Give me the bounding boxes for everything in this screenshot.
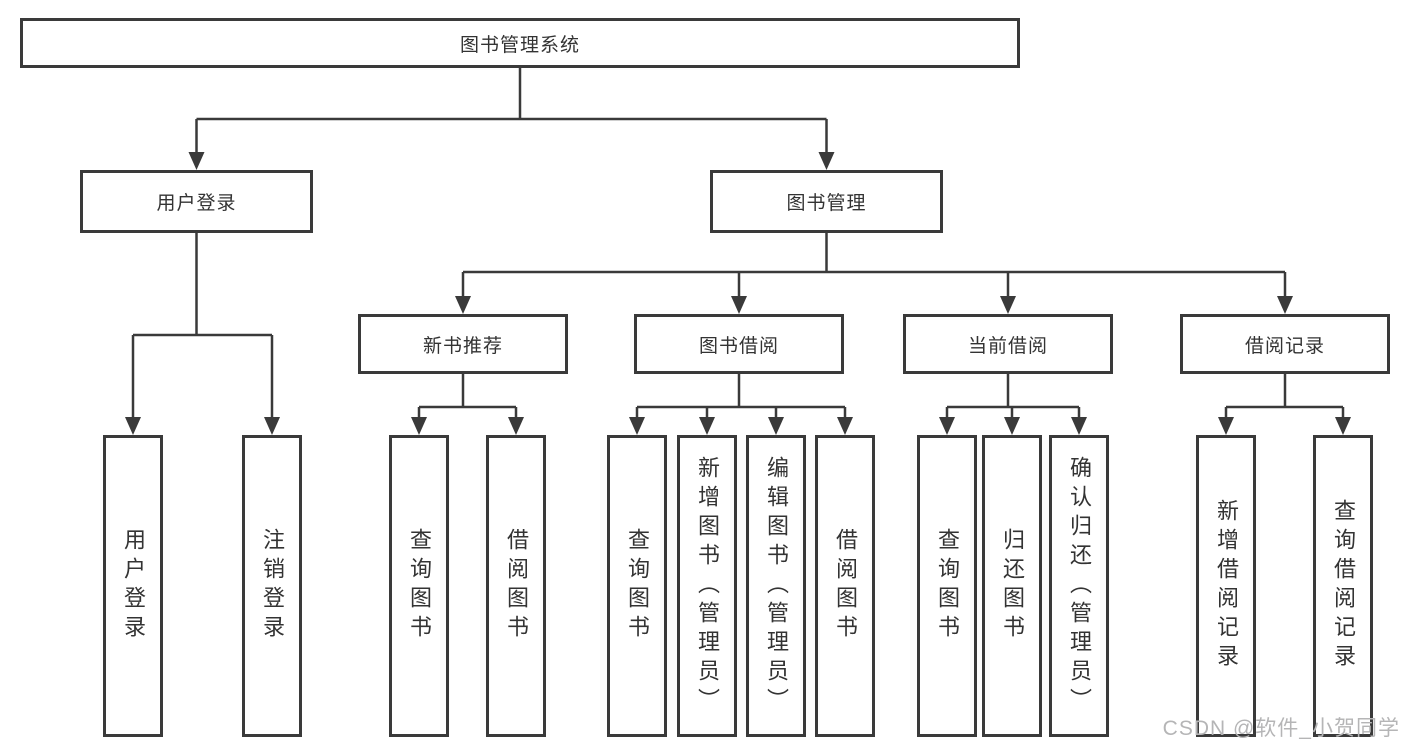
leaf-return-books: 归还图书 [982, 435, 1042, 737]
leaf-query-borrow-record-label: 查询借阅记录 [1331, 499, 1356, 673]
leaf-confirm-return-admin-label: 确认归还（管理员） [1067, 455, 1092, 717]
leaf-query-books-1: 查询图书 [389, 435, 449, 737]
leaf-user-login: 用户登录 [103, 435, 163, 737]
leaf-query-books-3: 查询图书 [917, 435, 977, 737]
leaf-add-books-admin: 新增图书（管理员） [677, 435, 737, 737]
leaf-return-books-label: 归还图书 [1000, 528, 1025, 644]
node-book-management-label: 图书管理 [786, 193, 867, 214]
node-book-management-system-label: 图书管理系统 [459, 34, 580, 56]
leaf-borrow-books-2-label: 借阅图书 [833, 528, 858, 644]
leaf-add-books-admin-label: 新增图书（管理员） [695, 455, 720, 717]
leaf-add-borrow-record: 新增借阅记录 [1196, 435, 1256, 737]
node-user-login-label: 用户登录 [156, 193, 237, 214]
node-book-borrowing-label: 图书借阅 [698, 335, 779, 357]
node-new-book-recommend-label: 新书推荐 [422, 335, 503, 357]
leaf-borrow-books-2: 借阅图书 [815, 435, 875, 737]
node-current-borrowing-label: 当前借阅 [967, 335, 1048, 357]
node-borrowing-records: 借阅记录 [1180, 314, 1390, 374]
node-new-book-recommend: 新书推荐 [358, 314, 568, 374]
leaf-query-books-2-label: 查询图书 [625, 528, 650, 644]
leaf-query-books-2: 查询图书 [607, 435, 667, 737]
leaf-query-books-3-label: 查询图书 [935, 528, 960, 644]
leaf-add-borrow-record-label: 新增借阅记录 [1214, 499, 1239, 673]
leaf-borrow-books-1: 借阅图书 [486, 435, 546, 737]
watermark: CSDN @软件_小贺同学 [1162, 717, 1400, 740]
leaf-user-login-label: 用户登录 [121, 528, 146, 644]
node-book-management: 图书管理 [710, 170, 943, 233]
node-current-borrowing: 当前借阅 [903, 314, 1113, 374]
node-book-borrowing: 图书借阅 [634, 314, 844, 374]
leaf-confirm-return-admin: 确认归还（管理员） [1049, 435, 1109, 737]
leaf-borrow-books-1-label: 借阅图书 [504, 528, 529, 644]
leaf-query-books-1-label: 查询图书 [407, 528, 432, 644]
node-user-login: 用户登录 [80, 170, 313, 233]
leaf-logout: 注销登录 [242, 435, 302, 737]
leaf-logout-label: 注销登录 [260, 528, 285, 644]
leaf-edit-books-admin-label: 编辑图书（管理员） [764, 455, 789, 717]
node-borrowing-records-label: 借阅记录 [1244, 335, 1325, 357]
leaf-edit-books-admin: 编辑图书（管理员） [746, 435, 806, 737]
leaf-query-borrow-record: 查询借阅记录 [1313, 435, 1373, 737]
connector-path [131, 68, 1345, 419]
node-book-management-system: 图书管理系统 [20, 18, 1020, 68]
